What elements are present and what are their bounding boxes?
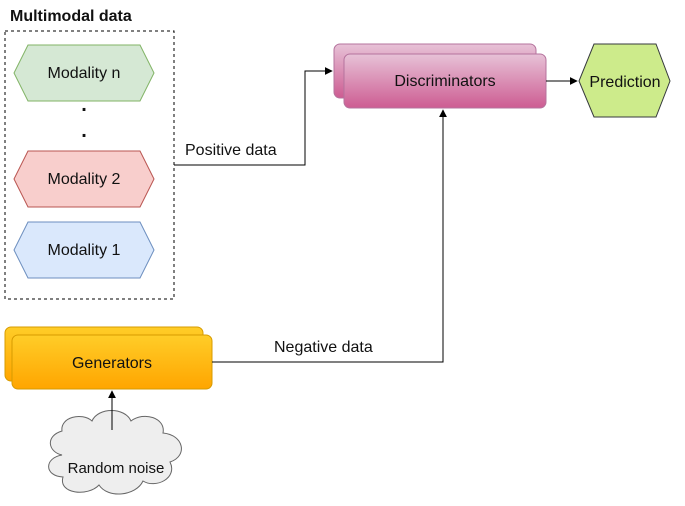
- prediction-shape: [578, 43, 671, 118]
- positive-data-label: Positive data: [185, 142, 277, 159]
- negative-data-edge: [212, 109, 447, 363]
- generators-node[interactable]: Generators: [4, 326, 213, 390]
- modality-1-node[interactable]: Modality 1: [13, 221, 155, 279]
- negative-data-label: Negative data: [274, 339, 373, 356]
- random-noise-label: Random noise: [68, 460, 165, 477]
- modality-2-shape: [13, 150, 155, 208]
- modality-2-label: Modality 2: [48, 171, 121, 188]
- prediction-label: Prediction: [589, 74, 660, 91]
- generators-label: Generators: [72, 355, 152, 372]
- modality-n-label: Modality n: [48, 65, 121, 82]
- random-noise-shape: [48, 410, 182, 495]
- modality-1-label: Modality 1: [48, 242, 121, 259]
- discriminators-node[interactable]: Discriminators: [333, 43, 547, 109]
- modality-n-shape: [13, 44, 155, 102]
- modality-n-node[interactable]: Modality n: [13, 44, 155, 102]
- ellipsis-dot-2: .: [81, 120, 87, 142]
- prediction-node[interactable]: Prediction: [578, 43, 671, 118]
- modality-2-node[interactable]: Modality 2: [13, 150, 155, 208]
- discriminators-label: Discriminators: [394, 73, 495, 90]
- ellipsis-dot-1: .: [81, 94, 87, 116]
- diagram-title: Multimodal data: [10, 8, 132, 25]
- modality-1-shape: [13, 221, 155, 279]
- random-noise-node[interactable]: Random noise: [48, 410, 182, 495]
- positive-data-edge: [174, 67, 333, 166]
